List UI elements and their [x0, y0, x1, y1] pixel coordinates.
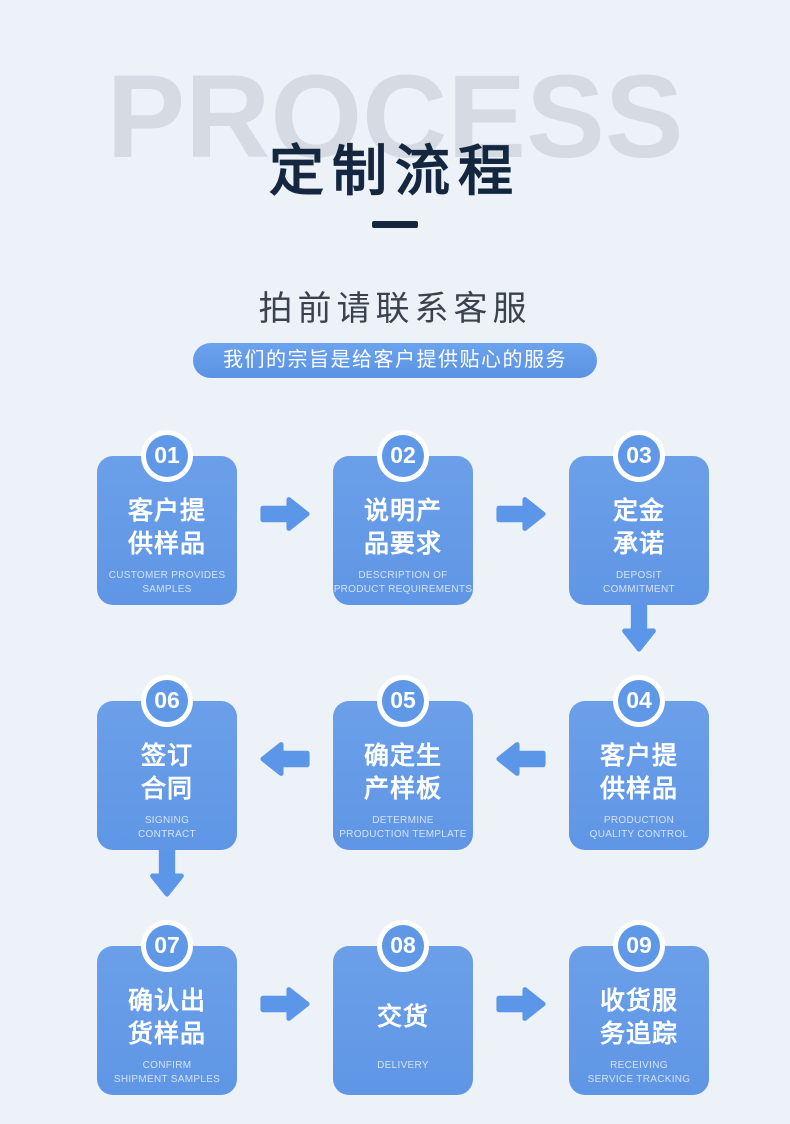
arrow-left-icon [473, 675, 569, 850]
arrow-left-icon [237, 675, 333, 850]
step-08-subtitle: DELIVERY [377, 1059, 429, 1071]
step-06-number-badge: 06 [141, 675, 193, 727]
step-04-title: 客户提 供样品 [599, 741, 678, 803]
step-07-title: 确认出 货样品 [127, 986, 206, 1048]
step-09-title: 收货服 务追踪 [599, 986, 678, 1048]
step-03-subtitle: DEPOSIT COMMITMENT [603, 569, 675, 596]
step-05-number-badge: 05 [377, 675, 429, 727]
step-07: 07 确认出 货样品 CONFIRM SHIPMENT SAMPLES [97, 920, 237, 1095]
arrow-right-icon [473, 430, 569, 605]
step-07-subtitle: CONFIRM SHIPMENT SAMPLES [113, 1059, 221, 1086]
step-01-number-badge: 01 [141, 430, 193, 482]
step-06-subtitle: SIGNING CONTRACT [138, 814, 196, 841]
step-09: 09 收货服 务追踪 RECEIVING SERVICE TRACKING [569, 920, 709, 1095]
arrow-right-icon [237, 430, 333, 605]
page-title: 定制流程 [268, 140, 521, 202]
step-02-number-badge: 02 [377, 430, 429, 482]
arrow-down-icon [612, 602, 666, 660]
process-watermark-text: PROCESS [106, 51, 684, 183]
flow-row-2: 06 签订 合同 SIGNING CONTRACT 05 [97, 675, 709, 850]
contact-service-subtitle: 拍前请联系客服 [258, 290, 532, 328]
step-03-number-badge: 03 [613, 430, 665, 482]
step-02: 02 说明产 品要求 DESCRIPTION OF PRODUCT REQUIR… [333, 430, 473, 605]
step-08-title: 交货 [376, 1003, 429, 1032]
step-03: 03 定金 承诺 DEPOSIT COMMITMENT [569, 430, 709, 605]
process-flow: 01 客户提 供样品 CUSTOMER PROVIDES SAMPLES 02 [97, 430, 709, 1100]
service-motto-banner: 我们的宗旨是给客户提供贴心的服务 [193, 343, 597, 378]
step-09-subtitle: RECEIVING SERVICE TRACKING [587, 1059, 691, 1086]
flow-row-3: 07 确认出 货样品 CONFIRM SHIPMENT SAMPLES 08 [97, 920, 709, 1095]
step-05-subtitle: DETERMINE PRODUCTION TEMPLATE [339, 814, 467, 841]
step-05: 05 确定生 产样板 DETERMINE PRODUCTION TEMPLATE [333, 675, 473, 850]
title-dash-divider [372, 221, 418, 228]
step-03-title: 定金 承诺 [612, 496, 665, 558]
step-01-title: 客户提 供样品 [127, 496, 206, 558]
flow-row-1: 01 客户提 供样品 CUSTOMER PROVIDES SAMPLES 02 [97, 430, 709, 605]
arrow-right-icon [237, 920, 333, 1095]
step-05-title: 确定生 产样板 [363, 741, 442, 803]
step-07-card: 确认出 货样品 CONFIRM SHIPMENT SAMPLES [97, 945, 237, 1095]
arrow-down-icon [140, 847, 194, 905]
arrow-right-icon [473, 920, 569, 1095]
step-04-subtitle: PRODUCTION QUALITY CONTROL [589, 814, 689, 841]
step-02-title: 说明产 品要求 [363, 496, 442, 558]
step-06-title: 签订 合同 [140, 741, 193, 803]
step-07-number-badge: 07 [141, 920, 193, 972]
step-06: 06 签订 合同 SIGNING CONTRACT [97, 675, 237, 850]
step-02-subtitle: DESCRIPTION OF PRODUCT REQUIREMENTS [333, 569, 473, 596]
step-09-number-badge: 09 [613, 920, 665, 972]
step-08: 08 交货 DELIVERY [333, 920, 473, 1095]
step-01-subtitle: CUSTOMER PROVIDES SAMPLES [108, 569, 226, 596]
step-04-number-badge: 04 [613, 675, 665, 727]
step-08-number-badge: 08 [377, 920, 429, 972]
step-01: 01 客户提 供样品 CUSTOMER PROVIDES SAMPLES [97, 430, 237, 605]
step-04: 04 客户提 供样品 PRODUCTION QUALITY CONTROL [569, 675, 709, 850]
